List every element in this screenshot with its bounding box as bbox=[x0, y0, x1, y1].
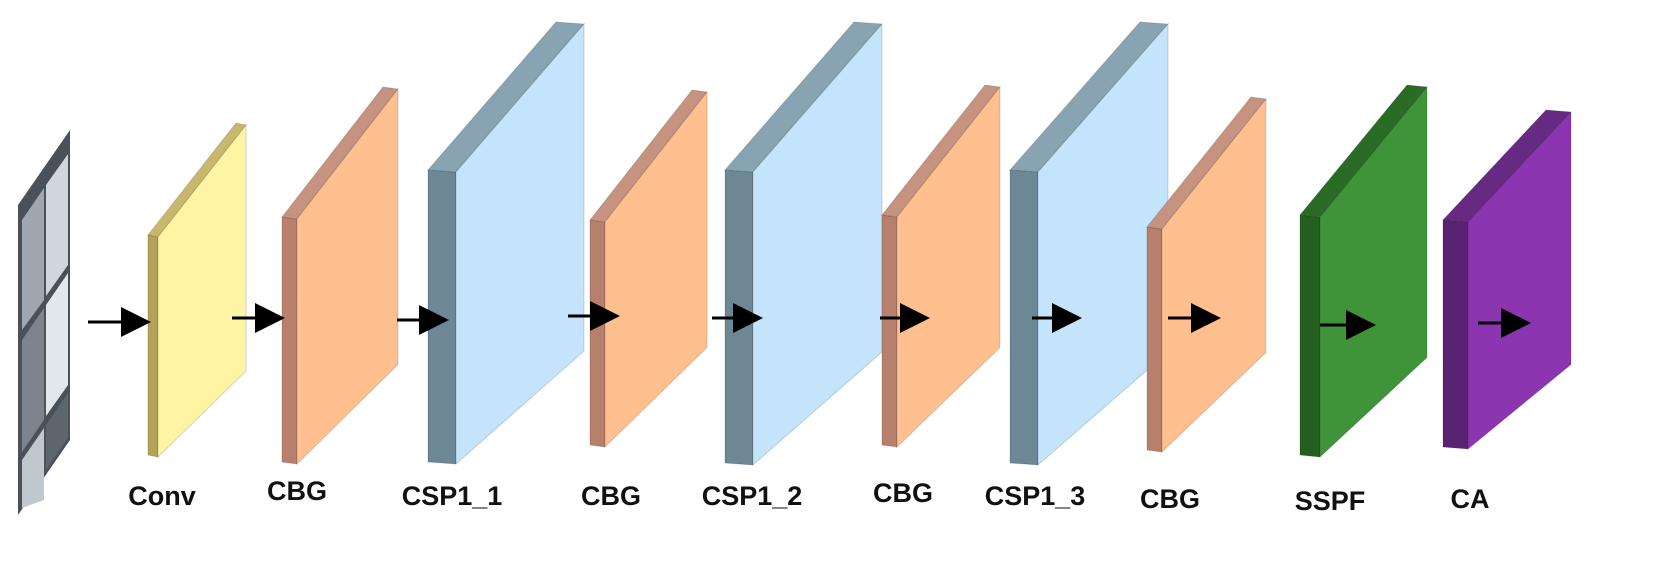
label-csp2: CSP1_2 bbox=[702, 481, 803, 511]
label-conv: Conv bbox=[128, 481, 196, 511]
block-cbg2 bbox=[589, 89, 708, 449]
block-side bbox=[881, 214, 898, 448]
block-side bbox=[281, 216, 298, 465]
label-sspf: SSPF bbox=[1295, 486, 1366, 516]
block-csp3 bbox=[1008, 21, 1170, 467]
label-csp1: CSP1_1 bbox=[402, 481, 503, 511]
block-csp2 bbox=[723, 21, 884, 467]
label-ca: CA bbox=[1451, 484, 1490, 514]
block-conv bbox=[147, 122, 247, 459]
block-side bbox=[147, 234, 159, 458]
label-cbg1: CBG bbox=[267, 476, 327, 506]
block-side bbox=[427, 169, 457, 465]
block-cbg1 bbox=[281, 86, 399, 466]
block-cbg4 bbox=[1146, 96, 1267, 454]
block-face bbox=[1319, 85, 1428, 459]
block-face bbox=[1467, 110, 1572, 451]
block-face bbox=[1161, 97, 1267, 454]
block-face bbox=[896, 85, 1001, 449]
input-image bbox=[18, 130, 70, 515]
block-face bbox=[296, 87, 399, 466]
block-side bbox=[589, 219, 606, 448]
block-face bbox=[604, 90, 708, 449]
block-csp1 bbox=[426, 21, 586, 466]
block-side bbox=[1146, 226, 1163, 453]
block-sspf bbox=[1299, 84, 1428, 459]
label-cbg4: CBG bbox=[1140, 484, 1200, 514]
label-csp3: CSP1_3 bbox=[985, 481, 1086, 511]
block-ca bbox=[1441, 109, 1573, 451]
block-face bbox=[157, 123, 247, 459]
block-face bbox=[455, 22, 585, 466]
block-side bbox=[1299, 214, 1321, 458]
label-cbg3: CBG bbox=[873, 478, 933, 508]
label-cbg2: CBG bbox=[581, 481, 641, 511]
block-cbg3 bbox=[881, 84, 1001, 449]
block-side bbox=[1442, 219, 1469, 450]
